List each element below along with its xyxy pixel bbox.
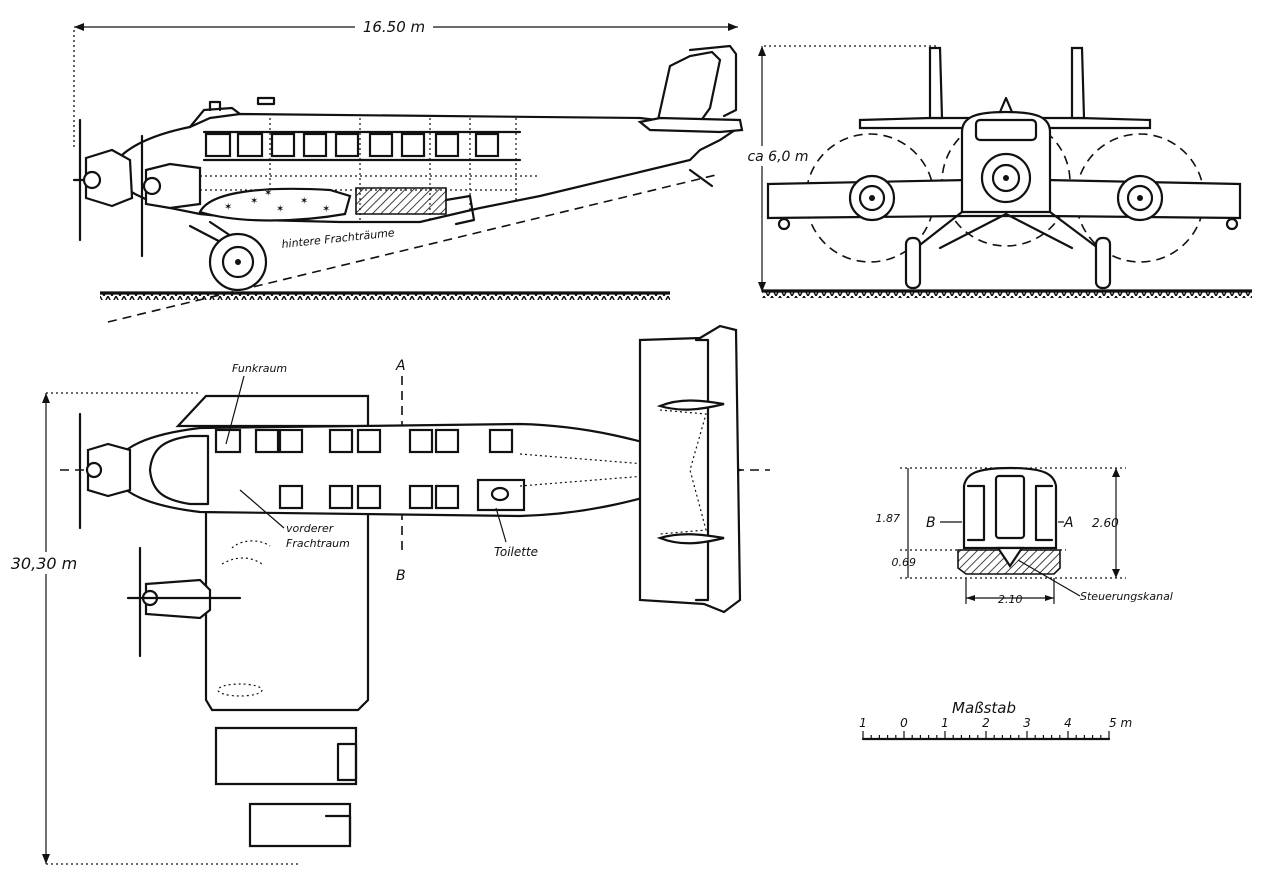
span-label: 30,30 m	[11, 554, 77, 573]
side-windows	[204, 132, 500, 158]
scale-tick-label: 4	[1064, 716, 1072, 730]
scale-tick-label: 1	[941, 716, 949, 730]
scale-tick-label: 5 m	[1109, 716, 1132, 730]
scale-tick-label: 0	[900, 716, 908, 730]
section-mark-left: B	[926, 515, 936, 531]
section-mark-top: A	[395, 358, 406, 374]
scale-tick-label: 3	[1023, 716, 1031, 730]
plan-view: 30,30 m A B	[6, 324, 770, 865]
side-wing-engine	[140, 134, 202, 258]
dim-width: 2.10	[998, 593, 1023, 606]
radio-room-label: Funkraum	[232, 362, 287, 375]
plan-tailplane	[638, 324, 742, 614]
front-right-engine	[1116, 174, 1164, 222]
scale-tick-label: 2	[982, 716, 990, 730]
plan-upper-wing	[175, 394, 370, 428]
svg-text:✶: ✶	[224, 202, 232, 213]
ground-line	[100, 292, 670, 300]
front-ground-line	[762, 290, 1252, 298]
svg-text:✶: ✶	[276, 204, 284, 215]
scale-bar: Maßstab 1 0 1 2 3 4 5 m	[859, 699, 1132, 741]
length-label: 16.50 m	[363, 18, 425, 36]
scale-title: Maßstab	[952, 699, 1016, 717]
toilet-compartment	[476, 478, 526, 512]
svg-text:✶: ✶	[264, 188, 272, 199]
front-view: ca 6,0 m	[747, 45, 1252, 298]
svg-text:✶: ✶	[250, 196, 258, 207]
scale-tick-label: 1	[859, 716, 867, 730]
side-fin	[656, 50, 722, 124]
side-view: 16.50 m	[72, 17, 744, 323]
dim-upper: 1.87	[876, 512, 901, 525]
dim-lower: 0.69	[892, 556, 917, 569]
duct-label: Steuerungskanal	[1080, 590, 1173, 603]
dim-total: 2.60	[1092, 516, 1119, 530]
front-center-engine	[980, 152, 1032, 204]
svg-text:✶: ✶	[300, 196, 308, 207]
svg-text:✶: ✶	[322, 204, 330, 215]
rear-cargo-hatched	[355, 187, 447, 215]
length-dimension: 16.50 m	[73, 17, 738, 150]
rear-cargo-label: hintere Frachträume	[281, 226, 395, 251]
side-wing-root	[198, 187, 352, 222]
side-landing-gear	[188, 220, 268, 292]
side-nose-engine	[72, 118, 134, 242]
height-label: ca 6,0 m	[747, 149, 808, 165]
section-mark-bottom: B	[396, 568, 406, 584]
front-landing-gear	[904, 210, 1112, 290]
plan-seats	[214, 428, 514, 510]
toilet-label: Toilette	[494, 545, 538, 559]
plan-nose-engine	[78, 412, 132, 530]
front-cargo-label-2: Frachtraum	[286, 537, 350, 550]
cross-section: 1.87 0.69 2.60 2.10 B A Steuerungskanal	[876, 466, 1173, 606]
plan-wing-engine	[126, 546, 242, 658]
front-left-engine	[848, 174, 896, 222]
section-mark-right: A	[1063, 515, 1074, 531]
front-cargo-label-1: vorderer	[286, 522, 335, 535]
